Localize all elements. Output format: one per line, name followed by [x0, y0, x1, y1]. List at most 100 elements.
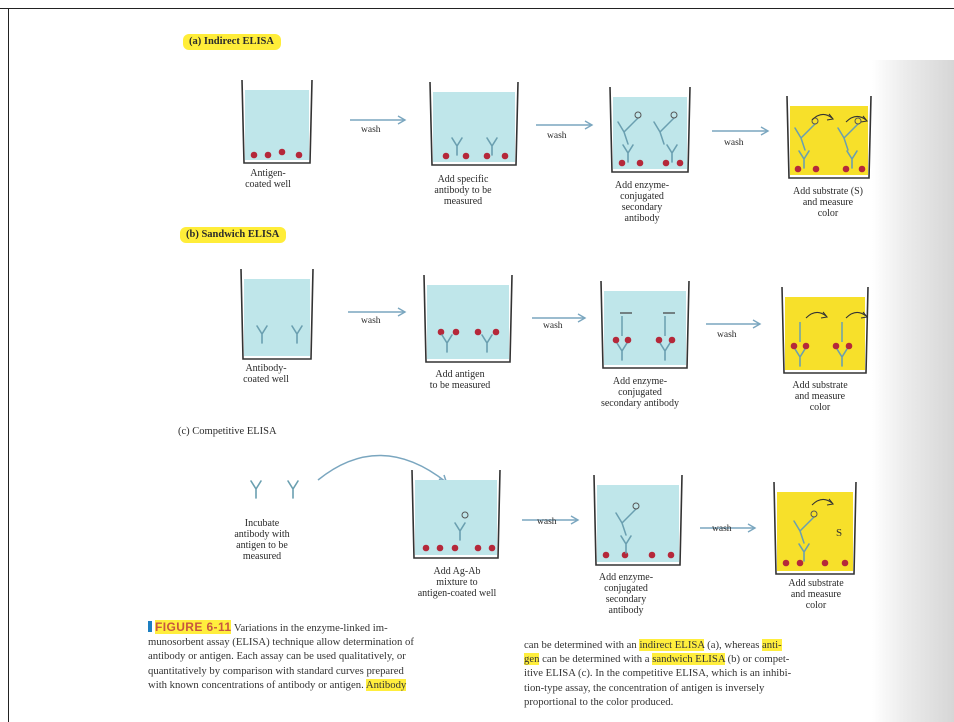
section-label-c-text: (c) Competitive ELISA: [178, 426, 277, 437]
caption-line: color: [817, 208, 839, 219]
highlighted-text: Antibody: [365, 678, 407, 691]
caption-line: Antigen-: [250, 168, 286, 179]
enzyme-antibody-shape: [653, 117, 675, 145]
antigen-dot: [845, 342, 853, 350]
well-solution: [245, 90, 309, 160]
well-outline: [429, 81, 519, 166]
caption-line: antigen-coated well: [417, 588, 497, 599]
caption-line: antigen to be: [236, 540, 288, 551]
well-outline: [781, 286, 869, 374]
well-a2: [429, 81, 519, 166]
well-c3: [593, 474, 683, 566]
antigen-dot: [832, 342, 840, 350]
figure-number: FIGURE 6-11: [155, 620, 232, 634]
antigen-dot: [802, 342, 810, 350]
wash-arrow-a3-head: [760, 126, 770, 136]
well-c2: [411, 469, 501, 559]
caption-line: Add enzyme-: [614, 180, 670, 191]
antigen-dot: [452, 328, 460, 336]
antigen-dot: [488, 544, 496, 552]
enzyme-icon: [632, 502, 640, 510]
antigen-dot: [841, 559, 849, 567]
antigen-dot: [436, 544, 444, 552]
secondary-antibody-shape: [621, 316, 666, 336]
antigen-dot: [612, 336, 620, 344]
antibody-shape: [620, 535, 632, 554]
enzyme-icon: [810, 510, 818, 518]
free-antigen-icon: [461, 511, 469, 519]
antigen-dot: [842, 165, 850, 173]
reaction-arrow-head: [820, 311, 829, 319]
antigen-dot: [636, 159, 644, 167]
section-label-a: (a) Indirect ELISA: [183, 34, 281, 50]
antigen-dot: [618, 159, 626, 167]
antigen-dot: [250, 151, 258, 159]
highlighted-text: indirect ELISA: [639, 639, 705, 651]
antigen-dot: [812, 165, 820, 173]
caption-line: measured: [242, 551, 282, 562]
enzyme-antibody-shape: [617, 117, 639, 145]
wash-label-b3: wash: [717, 330, 737, 340]
caption-row: itive ELISA (c). In the competitive ELIS…: [524, 667, 792, 680]
caption-line: antibody: [608, 605, 644, 616]
figure-caption-left: FIGURE 6-11 Variations in the enzyme-lin…: [148, 620, 500, 692]
antibody-shape: [798, 150, 810, 169]
caption-text: Variations in the enzyme-linked im-: [231, 622, 388, 634]
well-solution: [433, 92, 515, 162]
figure-caption-right: can be determined with an indirect ELISA…: [524, 638, 870, 709]
antigen-dot: [667, 551, 675, 559]
caption-b1: Antibody- coated well: [226, 363, 306, 385]
caption-c1: Incubate antibody with antigen to be mea…: [222, 518, 302, 562]
wash-arrow-c1-head: [570, 515, 580, 525]
well-a1: [241, 79, 313, 164]
antibody-shape: [441, 334, 453, 353]
caption-line: Add enzyme-: [598, 572, 654, 583]
antibody-shape: [486, 137, 498, 156]
antigen-dot: [621, 551, 629, 559]
wash-label-a3: wash: [724, 138, 744, 148]
antibody-shape: [666, 144, 678, 163]
wash-arrow-b2-head: [577, 313, 587, 323]
antigen-dot: [655, 336, 663, 344]
antigen-dot: [858, 165, 866, 173]
secondary-antibody-shape: [799, 322, 843, 342]
well-b3: [600, 280, 690, 369]
section-label-a-text: (a) Indirect ELISA: [183, 34, 281, 50]
caption-line: Add substrate (S): [793, 186, 863, 197]
caption-line: and measure: [790, 589, 842, 600]
section-label-b: (b) Sandwich ELISA: [180, 227, 287, 243]
caption-a2: Add specific antibody to be measured: [416, 174, 510, 207]
antigen-dot: [668, 336, 676, 344]
caption-row: can be determined with an indirect ELISA…: [524, 638, 870, 652]
caption-c2: Add Ag-Ab mixture to antigen-coated well: [398, 566, 516, 599]
well-solution: [597, 485, 679, 562]
wash-arrow-a1-head: [397, 115, 407, 125]
caption-line: coated well: [243, 374, 289, 385]
caption-b2: Add antigen to be measured: [412, 369, 508, 391]
reaction-arrow: [811, 498, 833, 506]
well-c4: [773, 481, 857, 575]
caption-b3: Add enzyme- conjugated secondary antibod…: [586, 376, 694, 409]
caption-line: antibody with: [234, 529, 290, 540]
antibody-shape: [287, 480, 299, 499]
caption-row: antibody or antigen. Each assay can be u…: [148, 650, 406, 663]
caption-a1: Antigen- coated well: [228, 168, 308, 190]
caption-line: secondary antibody: [600, 398, 680, 409]
caption-line: secondary: [605, 594, 647, 605]
well-solution: [415, 480, 497, 555]
wash-label-a2: wash: [547, 131, 567, 141]
well-outline: [600, 280, 690, 369]
caption-row: FIGURE 6-11 Variations in the enzyme-lin…: [148, 620, 500, 635]
antibody-shape: [794, 348, 806, 367]
caption-line: mixture to: [436, 577, 478, 588]
antibody-shape: [454, 522, 466, 541]
section-label-b-text: (b) Sandwich ELISA: [180, 227, 287, 243]
caption-text: with known concentrations of antibody or…: [148, 678, 366, 691]
well-outline: [411, 469, 501, 559]
well-b1: [240, 268, 314, 360]
figure-marker-icon: [148, 621, 152, 632]
well-outline: [240, 268, 314, 360]
caption-line: conjugated: [620, 191, 664, 202]
antibody-shape: [291, 325, 303, 344]
